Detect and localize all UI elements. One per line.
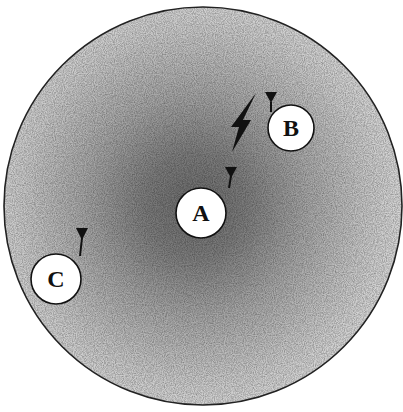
marker-a: [225, 167, 237, 188]
marker-c: [76, 228, 88, 256]
lightning-bolt: [231, 93, 256, 152]
site-circle: B: [267, 104, 315, 152]
site-letter: C: [47, 267, 64, 291]
site-letter: B: [283, 116, 299, 140]
marker-b: [265, 92, 277, 112]
site-letter: A: [192, 201, 209, 225]
site-circle: A: [175, 187, 227, 239]
site-circle: C: [30, 253, 82, 305]
field-outline: [4, 7, 402, 405]
